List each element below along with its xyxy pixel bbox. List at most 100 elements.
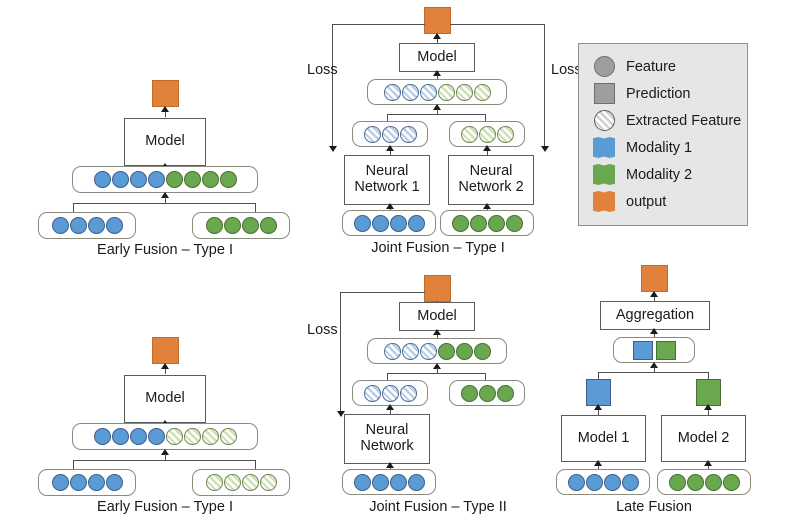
arrow-model-to-output bbox=[161, 106, 169, 112]
connector-model-to-output bbox=[164, 107, 166, 117]
legend-item-output: output bbox=[591, 188, 747, 215]
connector-join-right bbox=[485, 114, 487, 123]
legend-label: Prediction bbox=[626, 85, 691, 102]
input-row-modality2 bbox=[192, 469, 290, 496]
panel-caption: Early Fusion – Type I bbox=[97, 499, 233, 515]
input-row-modality2 bbox=[657, 469, 751, 495]
feature-node bbox=[105, 217, 123, 234]
model-box: Model bbox=[399, 302, 475, 331]
nn2-line1: Neural bbox=[469, 163, 513, 180]
loss-rail-left bbox=[332, 24, 334, 147]
connector-join-bar bbox=[73, 203, 256, 205]
feature-node bbox=[51, 474, 69, 491]
feature-node bbox=[473, 342, 491, 360]
model-2-box: Model 2 bbox=[661, 415, 746, 462]
arrow-predictions-to-combined bbox=[650, 362, 658, 368]
arrow-loss-left bbox=[328, 146, 337, 152]
neural-network-box: Neural Network bbox=[344, 414, 430, 464]
connector-join-right bbox=[708, 372, 710, 381]
input-row-modality1 bbox=[38, 469, 136, 496]
extracted-feature-node bbox=[399, 125, 417, 143]
feature-node bbox=[201, 171, 219, 188]
feature-node bbox=[407, 214, 425, 232]
model-box: Model bbox=[124, 375, 206, 423]
connector-join-stem bbox=[653, 367, 655, 373]
feature-row-modality2 bbox=[449, 380, 525, 406]
connector-nn2-to-extracted bbox=[486, 147, 488, 155]
connector-nn-to-extracted bbox=[389, 406, 391, 414]
aggregation-box: Aggregation bbox=[600, 301, 710, 330]
connector-join-right bbox=[485, 373, 487, 382]
input-row-modality1 bbox=[38, 212, 136, 239]
arrow-inputs-to-fused bbox=[433, 363, 441, 369]
legend-label: Modality 2 bbox=[626, 166, 693, 183]
extracted-feature-node bbox=[205, 474, 223, 491]
output-square bbox=[152, 80, 179, 107]
connector-join-bar bbox=[73, 460, 256, 462]
nn1-line2: Network 1 bbox=[354, 179, 420, 195]
feature-node bbox=[165, 171, 183, 188]
nn1-line1: Neural bbox=[365, 163, 409, 180]
blue-wavy-square-icon bbox=[591, 137, 617, 158]
feature-node bbox=[704, 473, 722, 491]
grey-circle-icon bbox=[591, 56, 617, 77]
legend-item-modality-1: Modality 1 bbox=[591, 134, 747, 161]
arrow-model-to-output bbox=[161, 363, 169, 369]
fused-feature-row bbox=[72, 166, 258, 193]
panel-caption: Joint Fusion – Type I bbox=[371, 240, 505, 256]
feature-node bbox=[353, 473, 371, 491]
fused-feature-row bbox=[367, 79, 507, 105]
loss-label-left: Loss bbox=[307, 62, 338, 78]
feature-node bbox=[371, 214, 389, 232]
arrow-fused-to-model bbox=[433, 329, 441, 335]
legend-box: Feature Prediction Extracted Feature Mod… bbox=[578, 43, 748, 226]
feature-node bbox=[722, 473, 740, 491]
arrow-extracted-to-fused bbox=[433, 104, 441, 110]
feature-node bbox=[223, 217, 241, 234]
nn2-line2: Network 2 bbox=[458, 179, 524, 195]
extracted-feature-node bbox=[219, 428, 237, 445]
legend-label: Feature bbox=[626, 58, 676, 75]
feature-node bbox=[93, 171, 111, 188]
connector-input1-to-model1 bbox=[597, 462, 599, 470]
legend-label: Modality 1 bbox=[626, 139, 693, 156]
extracted-feature-node bbox=[401, 83, 419, 101]
extracted-feature-node bbox=[437, 83, 455, 101]
prediction-square-model1 bbox=[586, 379, 611, 406]
input-row-modality1 bbox=[342, 469, 436, 495]
model-1-box: Model 1 bbox=[561, 415, 646, 462]
feature-node bbox=[407, 473, 425, 491]
extracted-feature-node bbox=[401, 342, 419, 360]
feature-node bbox=[111, 171, 129, 188]
connector-join-bar bbox=[387, 373, 486, 375]
extracted-feature-node bbox=[383, 342, 401, 360]
loss-label: Loss bbox=[307, 322, 338, 338]
connector-join-left bbox=[73, 460, 75, 471]
arrow-input-to-nn bbox=[386, 462, 394, 468]
connector-join-left bbox=[387, 373, 389, 382]
feature-node bbox=[205, 217, 223, 234]
feature-node bbox=[111, 428, 129, 445]
fused-feature-row bbox=[367, 338, 507, 364]
prediction-square-model2 bbox=[696, 379, 721, 406]
legend-item-prediction: Prediction bbox=[591, 80, 747, 107]
feature-node bbox=[147, 428, 165, 445]
feature-node bbox=[371, 473, 389, 491]
feature-node bbox=[469, 214, 487, 232]
extracted-feature-node bbox=[165, 428, 183, 445]
feature-node bbox=[259, 217, 277, 234]
extracted-feature-node bbox=[419, 342, 437, 360]
model-box: Model bbox=[399, 43, 475, 72]
fused-feature-row bbox=[72, 423, 258, 450]
feature-node bbox=[585, 473, 603, 491]
extracted-feature-node bbox=[473, 83, 491, 101]
output-square bbox=[424, 7, 451, 34]
extracted-feature-node bbox=[460, 125, 478, 143]
feature-node bbox=[183, 171, 201, 188]
extracted-feature-node bbox=[223, 474, 241, 491]
feature-node bbox=[147, 171, 165, 188]
input-row-modality2 bbox=[440, 210, 534, 236]
feature-node bbox=[69, 217, 87, 234]
feature-node bbox=[451, 214, 469, 232]
input-row-modality1 bbox=[342, 210, 436, 236]
